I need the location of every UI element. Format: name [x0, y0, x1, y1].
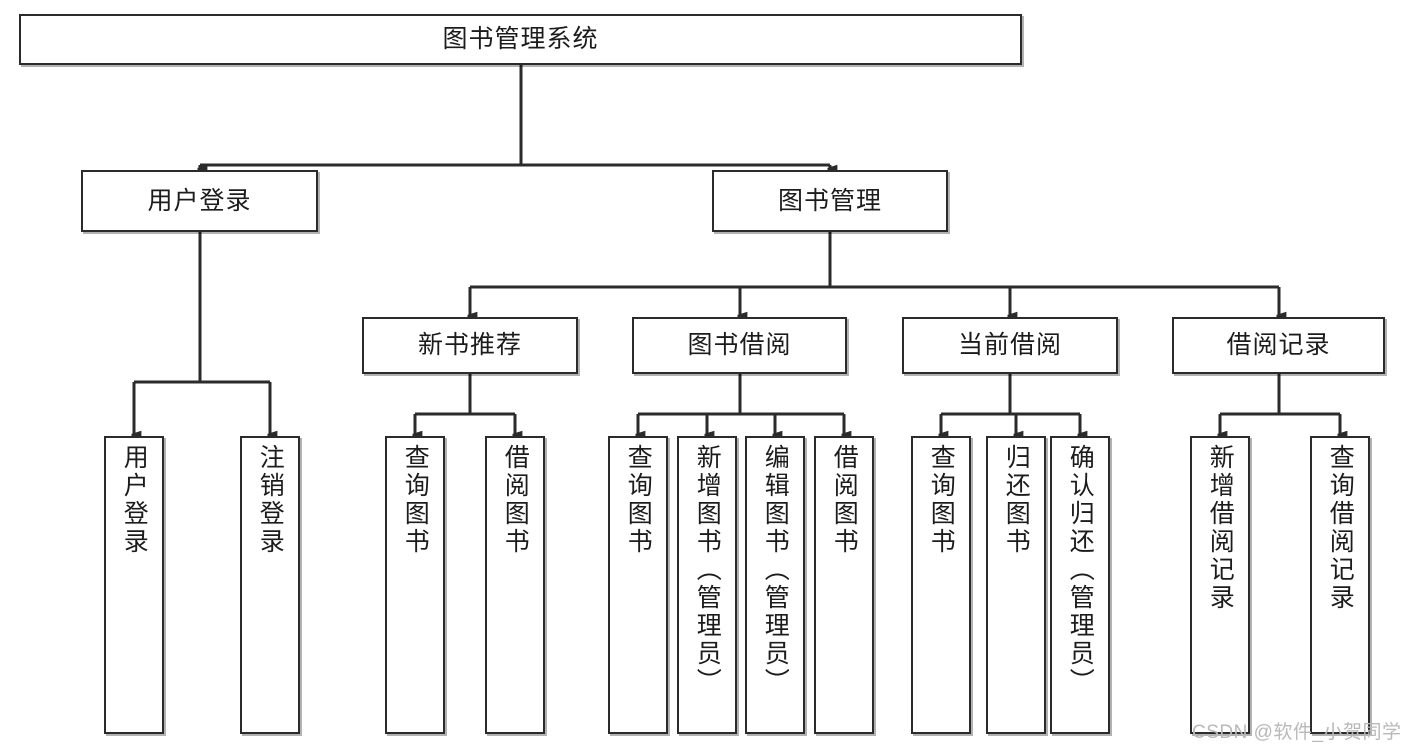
node-label: 用户登录 [147, 186, 252, 215]
node-leaf-query-record[interactable]: 查询借阅记录 [1310, 436, 1370, 734]
node-label: 借阅图书 [501, 444, 530, 556]
node-label: 借阅图书 [830, 444, 859, 556]
node-label: 新书推荐 [417, 331, 522, 360]
node-label: 借阅记录 [1226, 331, 1331, 360]
node-leaf-confirm-return[interactable]: 确认归还（管理员） [1050, 436, 1110, 734]
node-user-login[interactable]: 用户登录 [81, 170, 318, 232]
node-label: 查询图书 [401, 444, 430, 556]
node-leaf-user-login[interactable]: 用户登录 [104, 436, 164, 734]
node-label: 新增图书（管理员） [693, 444, 722, 696]
node-new-book-rec[interactable]: 新书推荐 [362, 317, 578, 374]
node-label: 图书管理 [777, 186, 882, 215]
node-label: 新增借阅记录 [1206, 444, 1235, 612]
node-label: 查询图书 [927, 444, 956, 556]
node-label: 当前借阅 [957, 331, 1062, 360]
node-label: 编辑图书（管理员） [761, 444, 790, 696]
node-book-manage[interactable]: 图书管理 [712, 170, 948, 232]
node-leaf-return-book[interactable]: 归还图书 [986, 436, 1046, 734]
node-leaf-query-book-3[interactable]: 查询图书 [911, 436, 971, 734]
node-leaf-user-logout[interactable]: 注销登录 [240, 436, 300, 734]
node-leaf-query-book-1[interactable]: 查询图书 [385, 436, 445, 734]
node-leaf-query-book-2[interactable]: 查询图书 [608, 436, 668, 734]
csdn-watermark: CSDN @软件_小贺同学 [1192, 722, 1402, 743]
node-label: 查询图书 [624, 444, 653, 556]
node-label: 归还图书 [1002, 444, 1031, 556]
node-leaf-add-book[interactable]: 新增图书（管理员） [677, 436, 737, 734]
node-book-borrow[interactable]: 图书借阅 [632, 317, 847, 374]
node-label: 图书管理系统 [442, 25, 599, 54]
node-leaf-edit-book[interactable]: 编辑图书（管理员） [745, 436, 805, 734]
node-current-borrow[interactable]: 当前借阅 [902, 317, 1118, 374]
node-label: 注销登录 [256, 444, 285, 556]
node-label: 确认归还（管理员） [1066, 444, 1095, 696]
node-borrow-record[interactable]: 借阅记录 [1172, 317, 1385, 374]
node-leaf-borrow-book-2[interactable]: 借阅图书 [814, 436, 874, 734]
node-label: 用户登录 [120, 444, 149, 556]
node-label: 图书借阅 [687, 331, 792, 360]
node-label: 查询借阅记录 [1326, 444, 1355, 612]
node-leaf-borrow-book-1[interactable]: 借阅图书 [485, 436, 545, 734]
node-root[interactable]: 图书管理系统 [19, 14, 1022, 65]
node-leaf-add-record[interactable]: 新增借阅记录 [1190, 436, 1250, 734]
